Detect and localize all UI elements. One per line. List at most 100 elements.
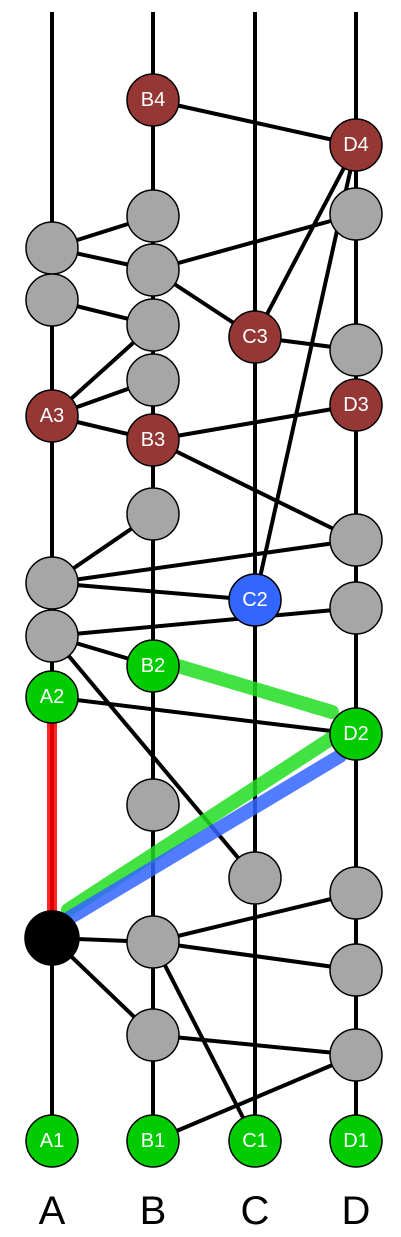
node-grey bbox=[126, 353, 180, 407]
node-grey bbox=[126, 487, 180, 541]
node-circle bbox=[126, 487, 180, 541]
node-d1: D1 bbox=[329, 1114, 383, 1168]
node-circle bbox=[228, 310, 282, 364]
node-grey bbox=[126, 1008, 180, 1062]
node-circle bbox=[126, 298, 180, 352]
node-grey bbox=[329, 866, 383, 920]
node-circle bbox=[25, 609, 79, 663]
edge-lines bbox=[50, 98, 358, 1143]
node-circle bbox=[25, 389, 79, 443]
node-b4: B4 bbox=[126, 73, 180, 127]
node-grey bbox=[126, 915, 180, 969]
node-circle bbox=[126, 353, 180, 407]
node-circle bbox=[329, 323, 383, 377]
edge bbox=[152, 1053, 357, 1143]
node-label: A2 bbox=[40, 686, 64, 708]
column-label-a: A bbox=[39, 1189, 66, 1233]
node-circle bbox=[228, 1114, 282, 1168]
edge bbox=[51, 581, 256, 602]
node-grey bbox=[126, 189, 180, 243]
node-grey bbox=[126, 243, 180, 297]
node-circle bbox=[126, 915, 180, 969]
node-circle bbox=[329, 513, 383, 567]
node-label: C3 bbox=[242, 326, 268, 348]
highlight-green-path bbox=[171, 659, 339, 719]
node-grey bbox=[25, 273, 79, 327]
node-black bbox=[24, 910, 80, 966]
node-circle bbox=[329, 1028, 383, 1082]
edge bbox=[152, 98, 357, 147]
node-circle bbox=[329, 943, 383, 997]
node-circle bbox=[126, 778, 180, 832]
node-circle bbox=[25, 1114, 79, 1168]
node-grey bbox=[126, 778, 180, 832]
node-grey bbox=[25, 609, 79, 663]
edge bbox=[51, 538, 357, 585]
node-label: D4 bbox=[343, 134, 369, 156]
node-d4: D4 bbox=[329, 118, 383, 172]
node-grey bbox=[329, 513, 383, 567]
node-circle bbox=[126, 1114, 180, 1168]
node-circle bbox=[329, 187, 383, 241]
column-labels: A B C D bbox=[39, 1189, 371, 1233]
node-circle bbox=[25, 670, 79, 724]
highlighted-paths bbox=[47, 659, 347, 927]
node-circle bbox=[25, 221, 79, 275]
node-circle bbox=[126, 639, 180, 693]
node-a1: A1 bbox=[25, 1114, 79, 1168]
highlight-blue-path bbox=[59, 749, 347, 927]
node-grey bbox=[329, 323, 383, 377]
node-circle bbox=[126, 189, 180, 243]
node-b3: B3 bbox=[126, 413, 180, 467]
node-grey bbox=[25, 221, 79, 275]
node-label: B4 bbox=[141, 89, 165, 111]
edge bbox=[253, 144, 358, 338]
node-circle bbox=[329, 118, 383, 172]
node-circle bbox=[126, 73, 180, 127]
node-label: D1 bbox=[343, 1130, 369, 1152]
edge bbox=[50, 634, 257, 880]
node-grey bbox=[329, 1028, 383, 1082]
edge bbox=[152, 891, 357, 944]
node-circle bbox=[24, 910, 80, 966]
node-circle bbox=[25, 273, 79, 327]
node-c1: C1 bbox=[228, 1114, 282, 1168]
edge bbox=[152, 212, 357, 272]
node-grey bbox=[126, 298, 180, 352]
node-label: C2 bbox=[242, 589, 268, 611]
node-circle bbox=[329, 866, 383, 920]
edge bbox=[152, 438, 357, 542]
node-a3: A3 bbox=[25, 389, 79, 443]
node-circle bbox=[228, 851, 282, 905]
edge bbox=[152, 940, 357, 972]
edge bbox=[152, 1033, 357, 1057]
node-circle bbox=[329, 378, 383, 432]
node-circle bbox=[126, 243, 180, 297]
node-circle bbox=[329, 1114, 383, 1168]
node-label: B3 bbox=[141, 429, 165, 451]
node-grey bbox=[25, 556, 79, 610]
edge bbox=[51, 695, 357, 736]
node-label: B1 bbox=[141, 1130, 165, 1152]
highlight-green-path bbox=[61, 731, 339, 917]
node-label: A1 bbox=[40, 1130, 64, 1152]
node-circle bbox=[126, 413, 180, 467]
node-c3: C3 bbox=[228, 310, 282, 364]
node-b2: B2 bbox=[126, 639, 180, 693]
column-label-b: B bbox=[140, 1189, 167, 1233]
node-grey bbox=[228, 851, 282, 905]
column-label-d: D bbox=[342, 1189, 371, 1233]
node-label: D3 bbox=[343, 394, 369, 416]
node-grey bbox=[329, 187, 383, 241]
edge bbox=[51, 606, 357, 638]
node-label: D2 bbox=[343, 723, 369, 745]
node-grey bbox=[329, 943, 383, 997]
node-circle bbox=[25, 556, 79, 610]
node-label: A3 bbox=[40, 405, 64, 427]
node-b1: B1 bbox=[126, 1114, 180, 1168]
node-circle bbox=[329, 707, 383, 761]
node-label: C1 bbox=[242, 1130, 268, 1152]
edge bbox=[152, 403, 357, 442]
node-grey bbox=[329, 581, 383, 635]
